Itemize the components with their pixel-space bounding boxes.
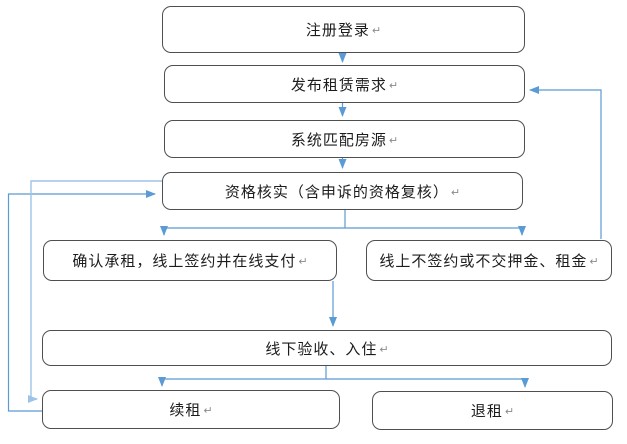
node-terminate-lease-label: 退租	[470, 403, 503, 420]
node-offline-checkin: 线下验收、入住 ↵	[42, 330, 612, 366]
return-mark: ↵	[589, 256, 599, 268]
return-mark: ↵	[504, 406, 515, 418]
node-no-sign-no-pay-label: 线上不签约或不交押金、租金	[379, 253, 588, 270]
node-renew-lease-label: 续租	[169, 402, 202, 419]
node-terminate-lease: 退租 ↵	[372, 391, 613, 430]
node-confirm-sign-pay: 确认承租，线上签约并在线支付 ↵	[43, 240, 337, 281]
node-register-login-label: 注册登录	[305, 22, 370, 39]
arrow-verify-to-renew	[28, 180, 162, 403]
return-mark: ↵	[388, 79, 399, 92]
return-mark: ↵	[298, 256, 308, 268]
node-publish-demand-label: 发布租赁需求	[290, 76, 387, 94]
node-no-sign-no-pay: 线上不签约或不交押金、租金 ↵	[366, 240, 612, 281]
return-mark: ↵	[371, 25, 382, 37]
node-offline-checkin-label: 线下验收、入住	[265, 340, 378, 358]
node-confirm-sign-pay-label: 确认承租，线上签约并在线支付	[72, 253, 297, 270]
node-system-match-label: 系统匹配房源	[290, 131, 387, 149]
return-mark: ↵	[388, 134, 399, 147]
return-mark: ↵	[379, 343, 389, 356]
node-qualification-verify: 资格核实（含申诉的资格复核） ↵	[162, 172, 523, 210]
node-qualification-verify-label: 资格核实（含申诉的资格复核）	[224, 183, 449, 201]
node-renew-lease: 续租 ↵	[42, 390, 340, 429]
return-mark: ↵	[450, 186, 461, 199]
arrow-renew-to-verify	[7, 190, 156, 412]
node-register-login: 注册登录 ↵	[162, 6, 525, 53]
return-mark: ↵	[203, 405, 213, 417]
arrow-nosign-to-publish	[529, 86, 602, 239]
node-publish-demand: 发布租赁需求 ↵	[164, 65, 525, 103]
node-system-match: 系统匹配房源 ↵	[164, 120, 525, 158]
